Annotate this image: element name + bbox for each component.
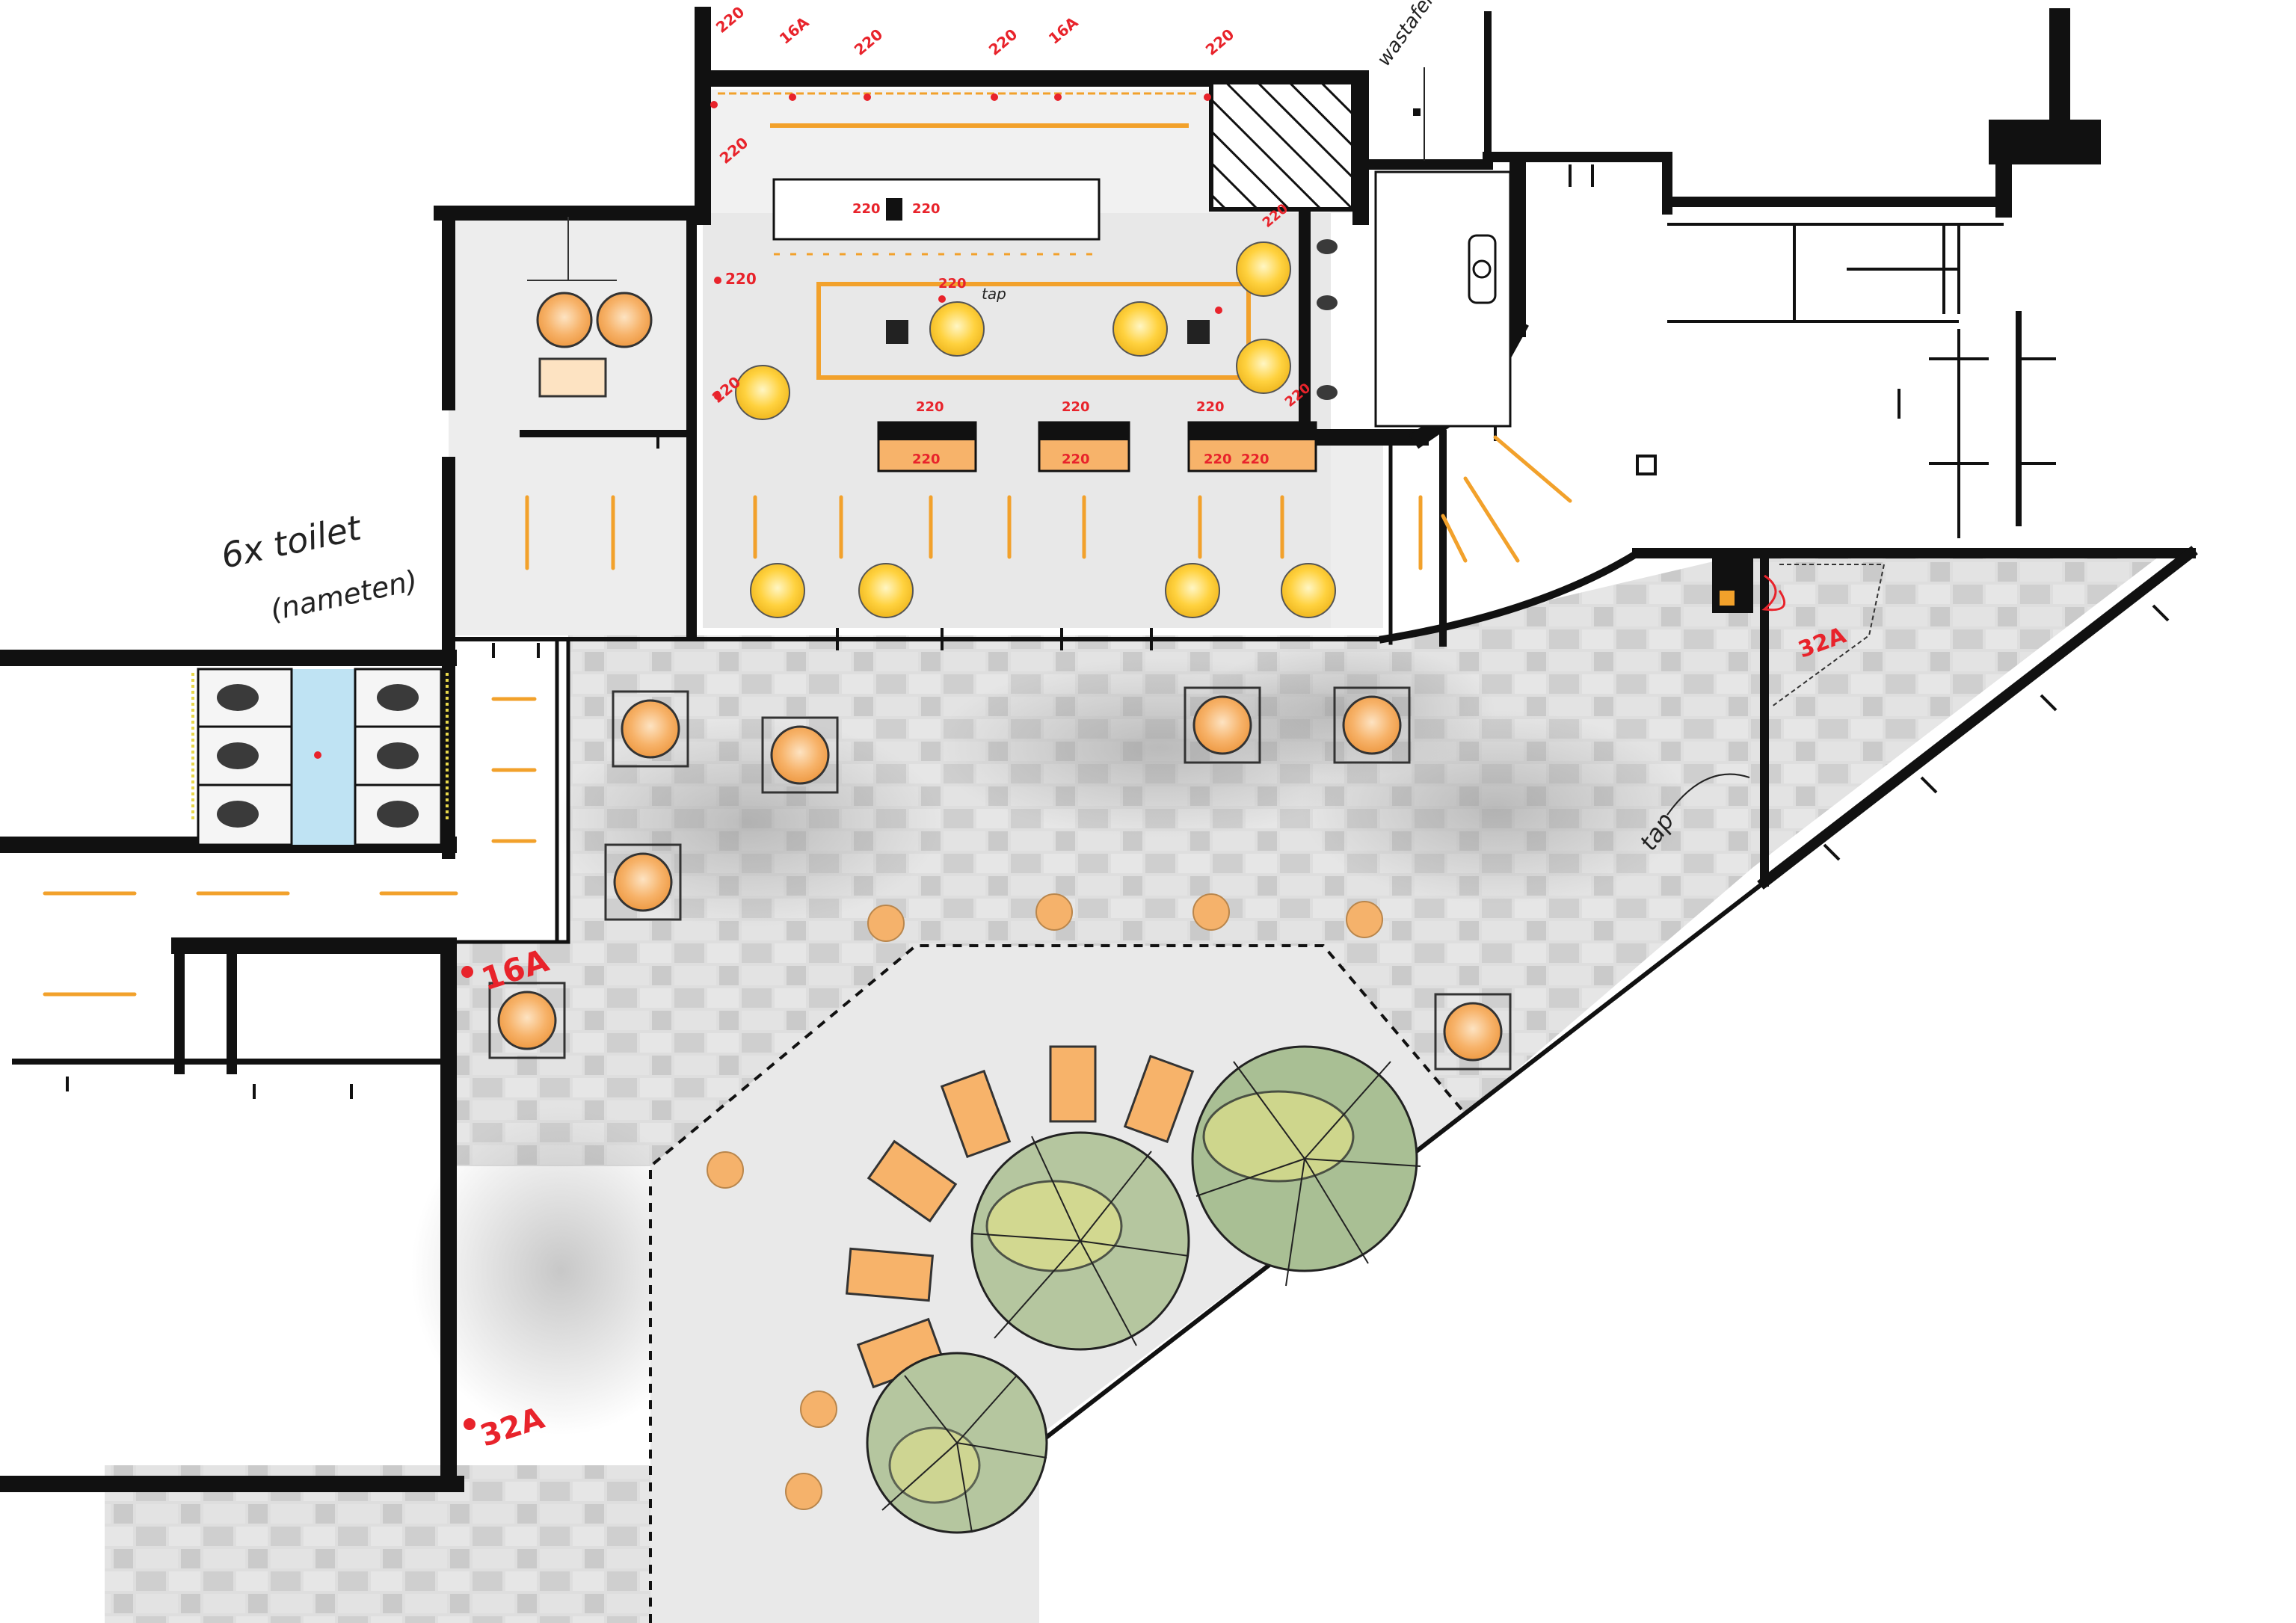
toilet-icon bbox=[1317, 385, 1338, 400]
light-fixture-icon bbox=[929, 301, 985, 357]
elec-label: 220 bbox=[916, 399, 944, 415]
toilet-icon bbox=[1317, 239, 1338, 254]
light-fixture-icon bbox=[1236, 241, 1291, 297]
toilets-label-line2: (nameten) bbox=[268, 564, 421, 627]
elec-label: 220 bbox=[713, 3, 748, 37]
elec-label: 220 bbox=[851, 25, 886, 59]
pendant-lamps bbox=[735, 241, 1336, 618]
light-fixture-icon bbox=[858, 563, 914, 618]
elec-label: 220 bbox=[1196, 399, 1225, 415]
toilet-icon bbox=[1317, 295, 1338, 310]
elec-label: 16A bbox=[776, 13, 813, 48]
toilet-icon bbox=[377, 742, 419, 769]
terrace-table bbox=[761, 716, 839, 794]
terrace-tables bbox=[488, 686, 1512, 1071]
light-fixture-icon bbox=[1112, 301, 1168, 357]
elec-label: 220 bbox=[1204, 452, 1232, 467]
service-room bbox=[1317, 108, 1657, 475]
light-fixture-icon bbox=[1281, 563, 1336, 618]
table-block-1 bbox=[886, 320, 908, 344]
elec-label: 220 bbox=[1241, 452, 1269, 467]
tap-leader bbox=[1666, 773, 1750, 816]
long-table-outline bbox=[816, 282, 1251, 380]
elec-label: 220 bbox=[985, 25, 1021, 59]
stools bbox=[707, 893, 1383, 1510]
bar-counter bbox=[772, 178, 1101, 241]
light-fixture-icon bbox=[1165, 563, 1220, 618]
service-corner bbox=[1712, 557, 1886, 707]
toilet-block bbox=[191, 668, 449, 846]
tap-unit bbox=[886, 198, 902, 221]
light-fixture-icon bbox=[750, 563, 805, 618]
table-block-2 bbox=[1187, 320, 1210, 344]
floor-markings bbox=[43, 435, 1572, 997]
terrace-table bbox=[1333, 686, 1411, 764]
elec-label: 220 bbox=[852, 201, 881, 217]
corridor-tables bbox=[527, 217, 653, 398]
courtyard-dashed-border bbox=[649, 944, 1467, 1623]
terrace-table bbox=[612, 690, 689, 768]
booths bbox=[877, 421, 1317, 472]
electric-outlet-icon bbox=[461, 93, 1222, 1430]
toilet-icon bbox=[377, 684, 419, 711]
walls bbox=[0, 7, 2198, 1492]
elec-label: 220 bbox=[912, 201, 941, 217]
toilet-icon bbox=[377, 801, 419, 828]
terrace-table bbox=[604, 843, 682, 921]
wall-ticks bbox=[66, 164, 2170, 1099]
terrace-table bbox=[1184, 686, 1261, 764]
elec-label: 220 bbox=[1062, 399, 1090, 415]
light-fixture-icon bbox=[1236, 339, 1291, 394]
elec-label: 220 bbox=[1062, 452, 1090, 467]
storage-hatched bbox=[1209, 80, 1355, 212]
toilet-icon bbox=[217, 742, 259, 769]
elec-label: 220 bbox=[1202, 25, 1237, 59]
tap-label-bar: tap bbox=[982, 285, 1006, 303]
wastafel-label: wastafel bbox=[1373, 0, 1438, 70]
toilet-icon bbox=[217, 801, 259, 828]
terrace-table bbox=[1434, 993, 1512, 1071]
terrace-table bbox=[488, 982, 566, 1059]
loungers bbox=[845, 1045, 1195, 1389]
elec-label: 220 bbox=[912, 452, 941, 467]
elec-label: 16A bbox=[1045, 13, 1082, 48]
toilet-icon bbox=[217, 684, 259, 711]
toilets-label-line1: 6x toilet bbox=[218, 507, 366, 576]
parasols bbox=[866, 1045, 1421, 1534]
faucet-icon bbox=[1468, 234, 1497, 304]
ventilation-icon bbox=[1636, 455, 1657, 475]
light-fixture-icon bbox=[735, 365, 790, 420]
elec-label: 220 bbox=[938, 276, 967, 292]
elec-label: 220 bbox=[725, 270, 757, 288]
